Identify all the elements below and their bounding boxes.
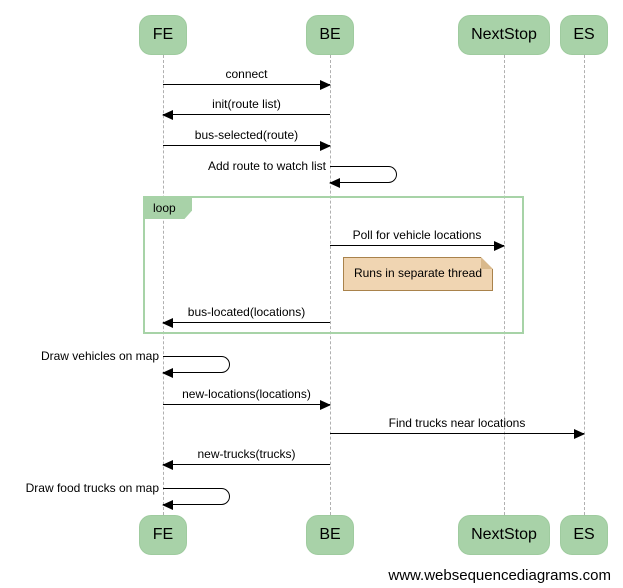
arrowhead-right-icon — [320, 400, 331, 410]
message-find-trucks: Find trucks near locations — [330, 416, 585, 439]
message-line — [162, 460, 330, 470]
message-connect: connect — [163, 67, 331, 90]
message-label: connect — [225, 67, 268, 81]
message-line — [330, 429, 585, 439]
arrowhead-left-icon — [162, 368, 173, 378]
arrowhead-left-icon — [329, 178, 340, 188]
watermark-credit: www.websequencediagrams.com — [388, 567, 611, 584]
loop-frame: loop — [143, 196, 524, 334]
note-text: Runs in separate thread — [353, 266, 483, 280]
arrowhead-left-icon — [162, 500, 173, 510]
actor-box-es-bottom: ES — [560, 515, 608, 555]
message-init-route-list: init(route list) — [162, 97, 330, 120]
lifeline-nextstop — [504, 55, 505, 515]
arrowhead-right-icon — [320, 80, 331, 90]
lifeline-fe — [163, 55, 164, 515]
lifeline-es — [584, 55, 585, 515]
arrowhead-right-icon — [494, 241, 505, 251]
message-label: bus-selected(route) — [194, 128, 299, 142]
lifeline-be — [330, 55, 331, 515]
arrowhead-right-icon — [574, 429, 585, 439]
message-new-trucks: new-trucks(trucks) — [162, 447, 330, 470]
actor-box-nextstop-bottom: NextStop — [458, 515, 550, 555]
message-new-locations: new-locations(locations) — [163, 387, 331, 410]
arrowhead-left-icon — [162, 460, 173, 470]
message-label: bus-located(locations) — [187, 305, 306, 319]
actor-box-fe-bottom: FE — [139, 515, 187, 555]
loop-frame-label: loop — [145, 198, 192, 219]
message-line — [162, 318, 330, 328]
message-label: init(route list) — [212, 97, 281, 111]
message-line — [163, 141, 331, 151]
message-label: new-locations(locations) — [182, 387, 311, 401]
arrowhead-left-icon — [162, 318, 173, 328]
self-message-draw-food-trucks — [162, 488, 230, 510]
actor-box-be-top: BE — [306, 15, 354, 55]
message-line — [330, 241, 505, 251]
self-loop-shape — [330, 166, 397, 183]
actor-box-es-top: ES — [560, 15, 608, 55]
message-line — [163, 400, 331, 410]
self-loop-shape — [163, 488, 230, 505]
actor-box-nextstop-top: NextStop — [458, 15, 550, 55]
actor-box-fe-top: FE — [139, 15, 187, 55]
message-label: new-trucks(trucks) — [197, 447, 296, 461]
arrowhead-right-icon — [320, 141, 331, 151]
arrowhead-left-icon — [162, 110, 173, 120]
note-runs-in-separate-thread: Runs in separate thread — [343, 257, 493, 291]
message-poll-vehicle-locations: Poll for vehicle locations — [330, 228, 505, 251]
note-fold-corner-icon — [481, 257, 493, 269]
self-message-label-draw-vehicles: Draw vehicles on map — [40, 349, 159, 363]
self-message-label-add-route: Add route to watch list — [207, 159, 326, 173]
message-line — [162, 110, 330, 120]
self-message-add-route — [329, 166, 397, 188]
self-loop-shape — [163, 356, 230, 373]
message-bus-located: bus-located(locations) — [162, 305, 330, 328]
self-message-draw-vehicles — [162, 356, 230, 378]
actor-box-be-bottom: BE — [306, 515, 354, 555]
message-label: Find trucks near locations — [388, 416, 526, 430]
message-bus-selected: bus-selected(route) — [163, 128, 331, 151]
self-message-label-draw-food-trucks: Draw food trucks on map — [25, 481, 159, 495]
message-line — [163, 80, 331, 90]
message-label: Poll for vehicle locations — [352, 228, 482, 242]
